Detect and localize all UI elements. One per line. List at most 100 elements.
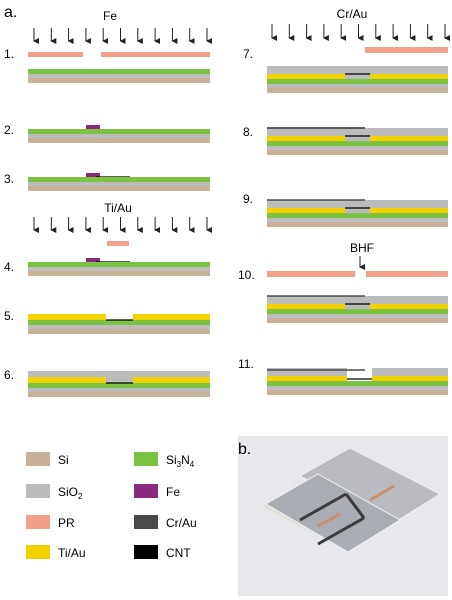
si3n4-layer [28,383,210,388]
legend-label: Si3N4 [166,453,195,469]
sio2-layer [345,304,370,309]
ti-au-pad [370,136,448,141]
substrate-stack [267,141,448,155]
step-number: 11. [238,357,254,371]
photoresist [101,52,210,57]
si3n4-layer [28,320,210,325]
sio2-layer [267,200,448,208]
si-substrate [28,271,210,276]
ti-au-pad [370,74,448,79]
step-number: 1. [4,47,14,61]
legend-label: CNT [166,546,191,560]
photoresist [365,47,448,53]
ti-au-pad [28,314,106,320]
sio2-layer [345,74,370,79]
legend-swatch [134,545,158,559]
ti-au-pad [267,136,345,141]
si-substrate [28,186,210,191]
deposition-arrows [33,217,212,233]
step-8: 8. [243,125,448,155]
substrate-stack [28,320,210,334]
etch-label: BHF [350,241,374,255]
si3n4-layer [28,129,210,134]
legend-swatch [134,484,158,498]
ti-au-stripe [317,512,341,528]
sio2-layer [28,388,210,392]
step-11: 11. [238,357,448,395]
sio2-layer [267,296,448,304]
si-substrate [28,392,210,397]
step-10: 10. BHF [238,241,448,323]
legend-label: Cr/Au [166,516,197,530]
sio2-layer [28,371,210,377]
step-number: 3. [4,172,14,186]
step-number: 10. [238,268,255,282]
ti-au-pad [267,304,345,309]
si-substrate [267,88,448,93]
fe-catalyst [86,258,100,262]
sio2-layer [372,368,448,376]
si3n4-layer [267,79,448,84]
deposition-arrows [271,24,450,41]
si3n4-layer [267,213,448,218]
substrate-stack [28,262,210,276]
substrate-stack [28,177,210,191]
photoresist [28,52,83,57]
step-number: 2. [4,123,14,137]
si3n4-layer [267,141,448,146]
si3n4-layer [28,262,210,267]
step-1: 1. Fe [4,9,212,83]
panel-b-label: b. [238,441,251,458]
fe-catalyst [86,125,100,129]
sio2-layer [28,182,210,186]
substrate-stack [267,309,448,323]
legend-label: Ti/Au [58,546,86,560]
si3n4-layer [28,177,210,182]
legend-swatch [134,515,158,529]
cr-au-electrode [344,493,366,519]
step-number: 9. [243,192,253,206]
si3n4-layer [267,381,448,386]
sio2-layer [345,208,370,213]
legend-label: Si [58,453,69,467]
sio2-layer [28,74,210,78]
sio2-layer [267,386,448,390]
sio2-layer [267,66,448,74]
device-photo [238,436,448,596]
ti-au-pad [267,74,345,79]
legend-label: SiO2 [58,485,83,501]
deposit-label: Ti/Au [104,201,132,215]
deposition-arrows [33,28,212,44]
substrate-stack [28,69,210,83]
ti-au-pad [133,377,210,383]
step-4: 4. Ti/Au [4,201,212,276]
sio2-layer [28,267,210,271]
ti-au-pad [267,376,347,381]
ti-au-stripe [369,484,395,502]
sio2-layer [267,368,347,376]
step-number: 7. [243,47,253,61]
legend-swatch [26,484,50,498]
ti-au-pad [133,314,210,320]
substrate-stack [267,381,448,395]
sio2-layer [106,377,133,383]
si-substrate [28,78,210,83]
ti-au-pad [267,208,345,213]
sio2-layer [267,314,448,318]
legend-swatch [26,545,50,559]
sio2-layer [267,128,448,136]
fe-catalyst [86,173,100,177]
substrate-stack [267,213,448,227]
photoresist [267,271,355,277]
step-number: 8. [243,125,253,139]
step-2: 2. [4,123,210,143]
panel-a-label: a. [4,4,17,21]
si-substrate [28,138,210,143]
legend-label: Fe [166,485,180,499]
si-substrate [267,318,448,323]
step-3: 3. [4,172,210,191]
si3n4-layer [267,309,448,314]
step-5: 5. [4,309,210,334]
ti-au-pad [372,376,448,381]
